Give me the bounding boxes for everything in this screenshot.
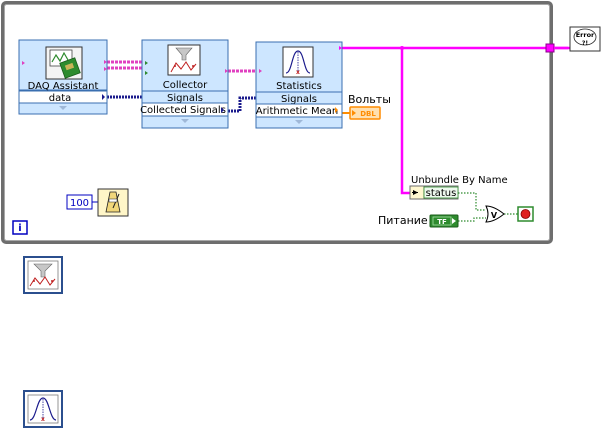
- wire-power-or[interactable]: [458, 217, 486, 222]
- while-loop[interactable]: [1, 1, 553, 244]
- collector-output-collected: Collected Signals: [140, 105, 226, 116]
- statistics-output-mean: Arithmetic Mean: [256, 106, 339, 117]
- collector-node[interactable]: Collector Signals Collected Signals: [140, 39, 229, 129]
- statistics-node[interactable]: x Statistics Signals Arithmetic Mean: [255, 41, 343, 129]
- wait-constant[interactable]: 100: [66, 194, 93, 210]
- loop-iteration-label: i: [18, 223, 21, 234]
- collector-expand-icon[interactable]: [181, 119, 189, 123]
- collector-title: Collector: [163, 80, 208, 91]
- wire-daq-collector-top[interactable]: [107, 60, 142, 70]
- power-label: Питание: [378, 214, 428, 227]
- power-tf-text: TF: [437, 218, 447, 226]
- daq-assistant-title: DAQ Assistant: [28, 81, 99, 92]
- daq-expand-icon[interactable]: [59, 106, 67, 110]
- volts-dbl-text: DBL: [360, 110, 376, 118]
- statistics-title: Statistics: [276, 81, 322, 92]
- statistics-icon: x: [23, 390, 63, 428]
- wait-ms-function[interactable]: [97, 188, 129, 217]
- svg-text:?!: ?!: [582, 40, 588, 47]
- error-icon: Error ?!: [573, 28, 597, 47]
- error-out-indicator[interactable]: Error ?!: [545, 26, 601, 53]
- wire-status-or[interactable]: [458, 192, 486, 211]
- metronome-icon: [105, 191, 121, 213]
- statistics-expand-icon[interactable]: [295, 120, 303, 124]
- statistics-input-signals: Signals: [281, 94, 317, 105]
- power-control[interactable]: TF: [429, 214, 459, 228]
- unbundle-title: Unbundle By Name: [411, 175, 508, 186]
- loop-iteration-terminal[interactable]: i: [12, 220, 28, 235]
- collector-icon-in-node: [167, 44, 201, 76]
- daq-output-data: data: [49, 93, 72, 104]
- daq-assistant-node[interactable]: DAQ Assistant data: [18, 39, 108, 115]
- loop-stop-terminal[interactable]: [517, 206, 534, 222]
- or-gate-symbol: V: [491, 211, 498, 220]
- wait-constant-value: 100: [70, 198, 89, 209]
- volts-label: Вольты: [348, 93, 391, 106]
- error-icon-text: Error: [576, 31, 595, 39]
- stop-icon: [520, 209, 531, 219]
- svg-text:x: x: [41, 416, 45, 423]
- svg-text:x: x: [296, 69, 300, 76]
- collector-icon: [23, 256, 63, 294]
- unbundle-by-name-node[interactable]: status: [409, 185, 459, 200]
- or-gate[interactable]: V: [485, 205, 505, 223]
- wire-collected-statistics-signals[interactable]: [228, 96, 256, 113]
- daq-assistant-icon: [45, 46, 83, 80]
- collector-input-signals: Signals: [167, 93, 203, 104]
- unbundle-field-status: status: [426, 188, 457, 199]
- volts-indicator[interactable]: DBL: [349, 106, 381, 120]
- statistics-icon-in-node: x: [282, 46, 314, 78]
